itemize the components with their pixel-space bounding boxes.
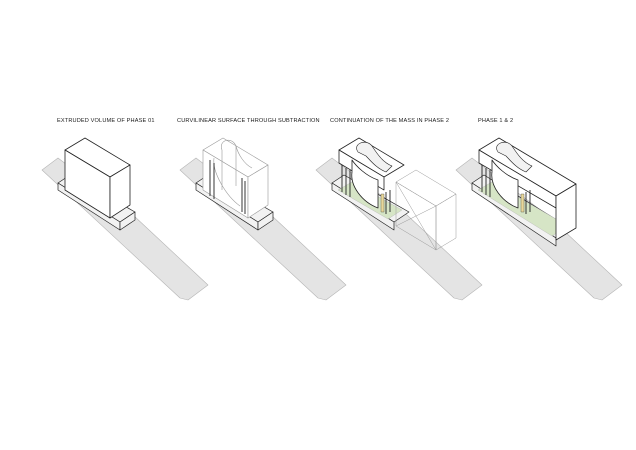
courtyard-void: [496, 141, 533, 173]
courtyard-void: [356, 141, 393, 173]
step-1-caption: EXTRUDED VOLUME OF PHASE 01: [57, 118, 155, 124]
phase-2-wireframe: [395, 169, 457, 251]
step-2-axonometric: [179, 137, 347, 301]
curvilinear-cut-wall: [213, 146, 241, 207]
step-2-caption: CURVILINEAR SURFACE THROUGH SUBTRACTION: [177, 118, 320, 124]
ribbed-columns: [341, 165, 391, 214]
volume-side: [109, 164, 131, 219]
curved-wall: [351, 159, 379, 209]
step-3-axonometric: [315, 137, 483, 301]
plinth-side: [257, 211, 274, 231]
step-4-axonometric: [455, 137, 623, 301]
plinth-side: [119, 211, 136, 231]
ribbed-surface: [209, 160, 246, 214]
step-1-axonometric: [41, 137, 209, 301]
step-4-caption: PHASE 1 & 2: [478, 118, 514, 124]
glazing-accent: [520, 193, 525, 213]
glazing-accent: [380, 193, 385, 213]
volume-side: [555, 183, 577, 241]
curved-wall: [491, 159, 519, 209]
step-3-caption: CONTINUATION OF THE MASS IN PHASE 2: [330, 118, 450, 124]
ribbed-columns: [481, 165, 531, 214]
volume-side: [247, 164, 269, 219]
